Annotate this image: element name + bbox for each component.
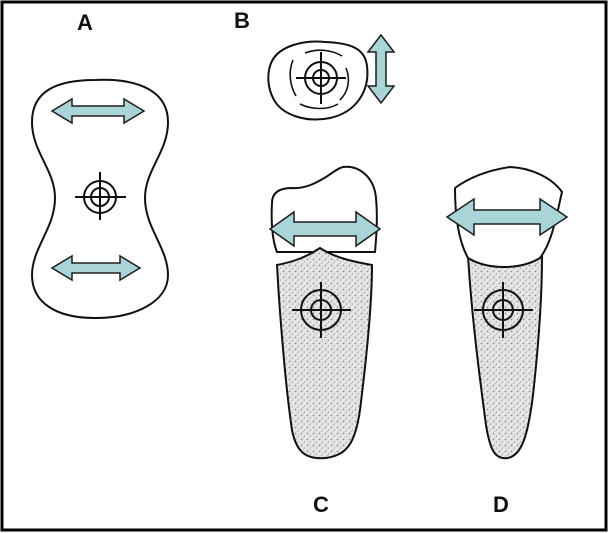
panel-label-d: D [493, 492, 509, 518]
panel-label-c: C [313, 492, 329, 518]
panel-label-a: A [77, 10, 93, 36]
panel-c-root [277, 248, 372, 458]
panel-label-b: B [234, 8, 250, 34]
